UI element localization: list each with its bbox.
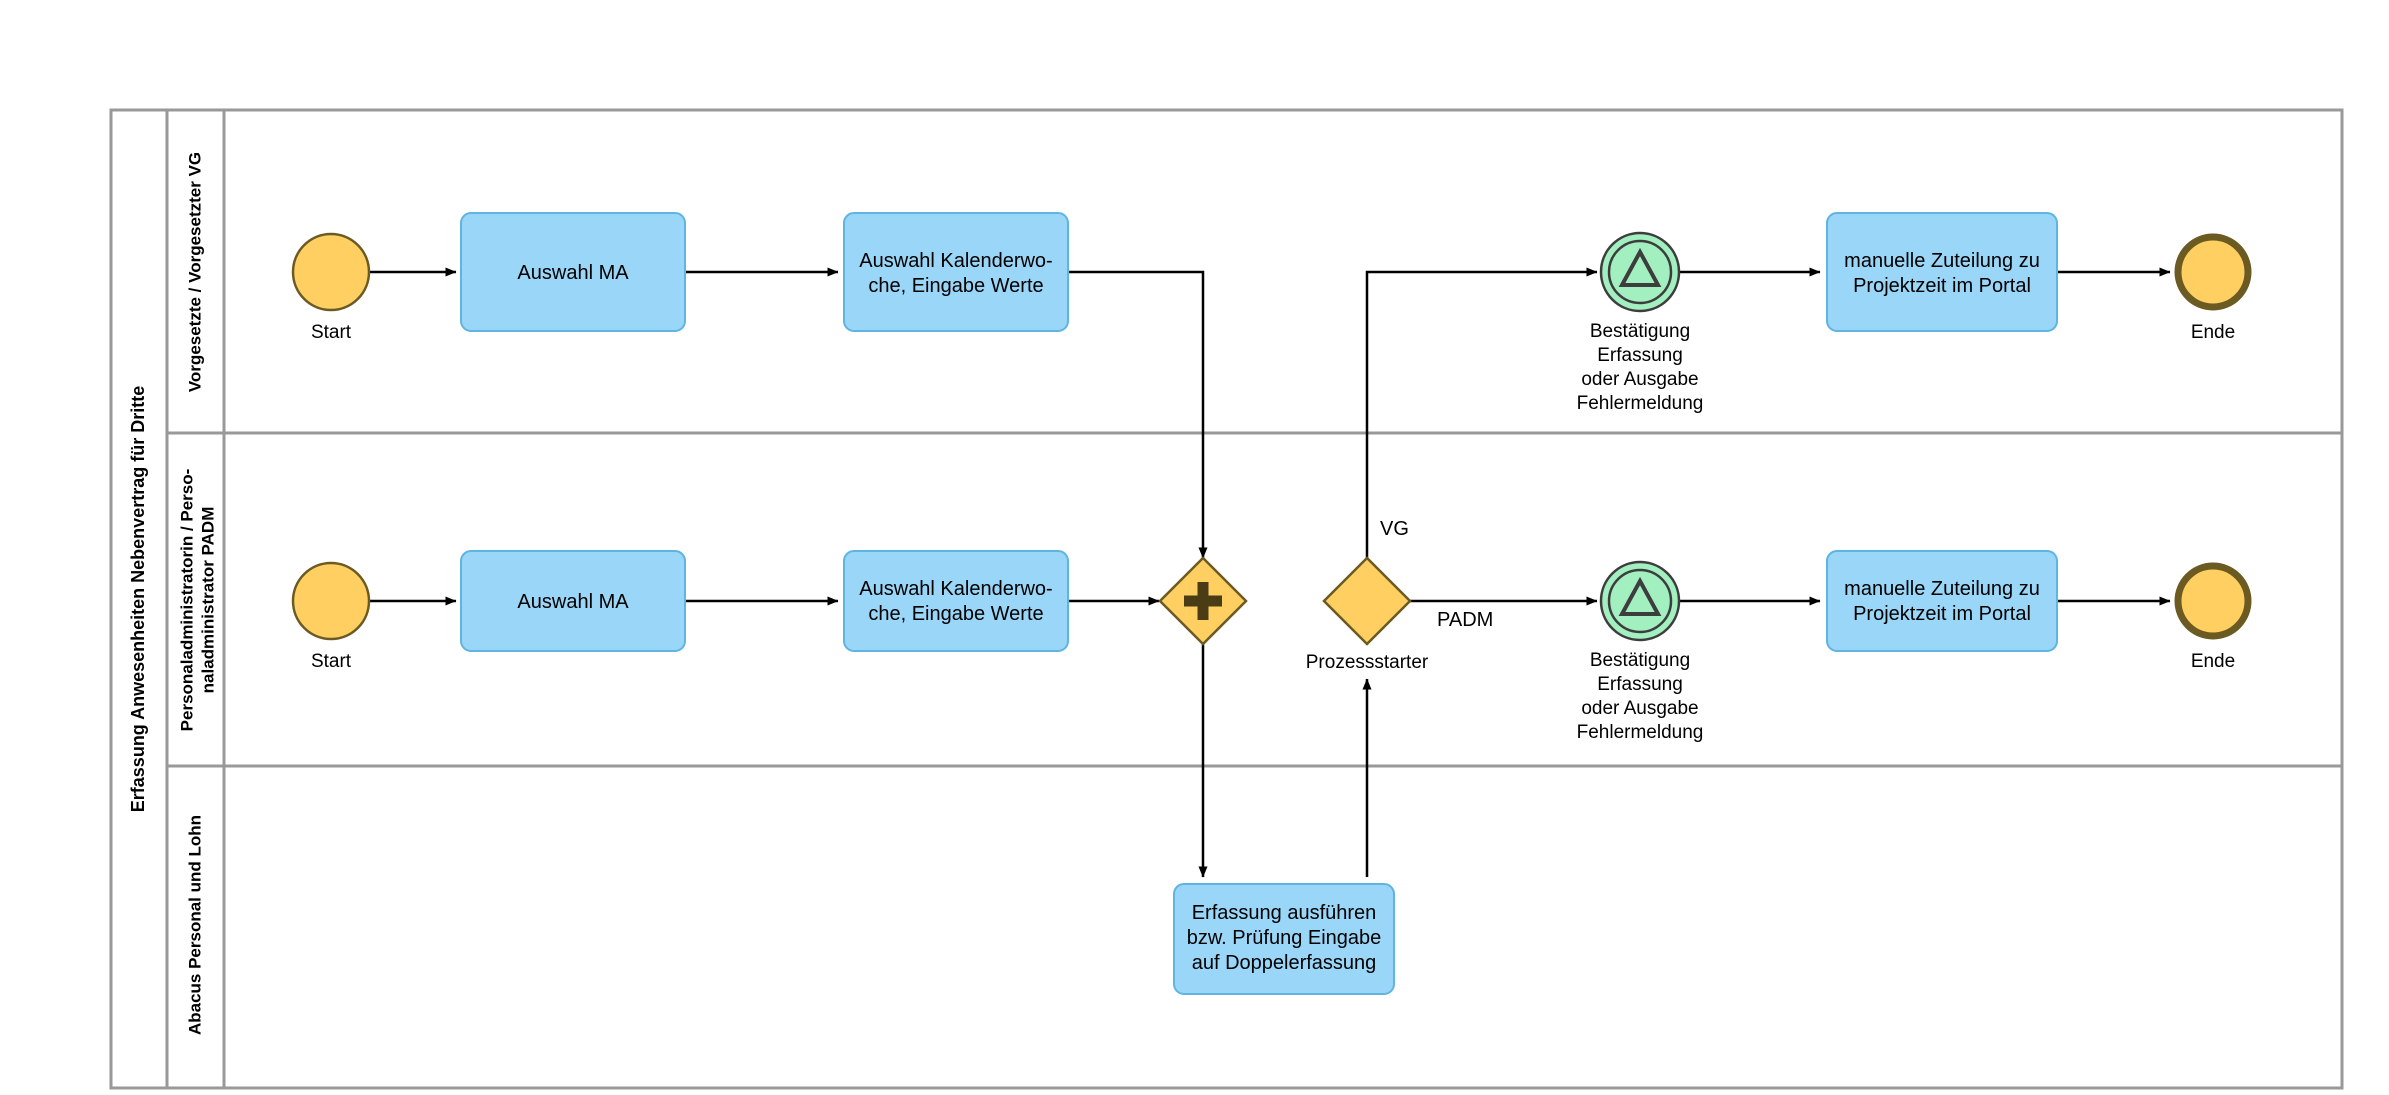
end-event-label: Ende (2191, 322, 2235, 343)
end-event-circle[interactable] (2174, 233, 2252, 311)
start-event-label: Start (311, 651, 352, 672)
pool-frame (109, 108, 2344, 1090)
task-label-line-1: Auswahl MA (517, 591, 629, 613)
end-event-label: Ende (2191, 651, 2235, 672)
event-label-line-4: Fehlermeldung (1577, 722, 1704, 743)
event-label-line-3: oder Ausgabe (1581, 369, 1698, 390)
node-lane3-task1[interactable]: Erfassung ausführen bzw. Prüfung Eingabe… (1173, 883, 1395, 995)
node-lane1-intermediate-event[interactable]: Bestätigung Erfassung oder Ausgabe Fehle… (1577, 231, 1704, 414)
lane-title-padm-line-2: naladministrator PADM (198, 507, 217, 694)
task-label-line-1: manuelle Zuteilung zu (1844, 250, 2040, 272)
task-box[interactable] (1826, 212, 2058, 332)
sequence-flows (370, 267, 2171, 878)
node-lane2-task1[interactable]: Auswahl MA (460, 550, 686, 652)
task-label-line-2: bzw. Prüfung Eingabe (1187, 927, 1382, 949)
escalation-triangle-icon (1618, 247, 1662, 287)
pool-title: Erfassung Anwesenheiten Nebenvertrag für… (128, 386, 148, 812)
exclusive-gateway-label: Prozessstarter (1306, 652, 1429, 673)
end-event-circle[interactable] (2174, 562, 2252, 640)
task-box[interactable] (460, 212, 686, 332)
start-event-circle[interactable] (291, 232, 371, 312)
task-label-line-3: auf Doppelerfassung (1192, 952, 1377, 974)
node-lane2-parallel-gateway[interactable] (1158, 556, 1248, 646)
flow-vg-branch-to-lane1-event (1365, 267, 1598, 568)
task-label-line-1: Auswahl MA (517, 262, 629, 284)
flow-lane1-task2-to-parallel-gateway (1068, 270, 1208, 559)
start-event-label: Start (311, 322, 352, 343)
task-box[interactable] (460, 550, 686, 652)
node-lane2-intermediate-event[interactable]: Bestätigung Erfassung oder Ausgabe Fehle… (1577, 560, 1704, 743)
task-label-line-1: manuelle Zuteilung zu (1844, 578, 2040, 600)
lane-title-padm-line-1: Personaladministratorin / Perso- (177, 469, 196, 732)
lane-title-abacus: Abacus Personal und Lohn (185, 815, 204, 1035)
lane-title-vg: Vorgesetzte / Vorgesetzter VG (185, 152, 204, 392)
task-box[interactable] (1173, 883, 1395, 995)
exclusive-gateway-diamond[interactable] (1322, 556, 1412, 646)
task-label-line-1: Auswahl Kalenderwo- (859, 250, 1052, 272)
event-label-line-4: Fehlermeldung (1577, 393, 1704, 414)
task-box[interactable] (843, 550, 1069, 652)
task-label-line-1: Erfassung ausführen (1192, 902, 1377, 924)
flow-label-padm: PADM (1437, 609, 1493, 631)
task-label-line-1: Auswahl Kalenderwo- (859, 578, 1052, 600)
event-label-line-3: oder Ausgabe (1581, 698, 1698, 719)
node-lane1-start[interactable]: Start (291, 232, 371, 343)
node-lane2-end[interactable]: Ende (2174, 562, 2252, 672)
node-lane1-end[interactable]: Ende (2174, 233, 2252, 343)
task-label-line-2: che, Eingabe Werte (868, 275, 1043, 297)
pool-outer-border (109, 108, 2344, 1090)
node-lane2-start[interactable]: Start (291, 561, 371, 672)
node-lane1-task2[interactable]: Auswahl Kalenderwo- che, Eingabe Werte (843, 212, 1069, 332)
task-label-line-2: che, Eingabe Werte (868, 603, 1043, 625)
start-event-circle[interactable] (291, 561, 371, 641)
event-label-line-1: Bestätigung (1590, 650, 1690, 671)
node-lane1-task3[interactable]: manuelle Zuteilung zu Projektzeit im Por… (1826, 212, 2058, 332)
task-label-line-2: Projektzeit im Portal (1853, 275, 2031, 297)
task-box[interactable] (843, 212, 1069, 332)
escalation-triangle-icon (1618, 576, 1662, 616)
intermediate-event-inner-circle (1607, 239, 1673, 305)
node-lane2-exclusive-gateway[interactable]: Prozessstarter (1306, 556, 1429, 673)
node-lane2-task2[interactable]: Auswahl Kalenderwo- che, Eingabe Werte (843, 550, 1069, 652)
lane-title-padm: Personaladministratorin / Perso- naladmi… (177, 469, 217, 732)
task-box[interactable] (1826, 550, 2058, 652)
intermediate-event-inner-circle (1607, 568, 1673, 634)
event-label-line-2: Erfassung (1597, 674, 1683, 695)
node-lane1-task1[interactable]: Auswahl MA (460, 212, 686, 332)
parallel-gateway-plus-icon (1184, 582, 1222, 620)
node-lane2-task3[interactable]: manuelle Zuteilung zu Projektzeit im Por… (1826, 550, 2058, 652)
event-label-line-2: Erfassung (1597, 345, 1683, 366)
event-label-line-1: Bestätigung (1590, 321, 1690, 342)
task-label-line-2: Projektzeit im Portal (1853, 603, 2031, 625)
flow-label-vg: VG (1380, 518, 1409, 540)
